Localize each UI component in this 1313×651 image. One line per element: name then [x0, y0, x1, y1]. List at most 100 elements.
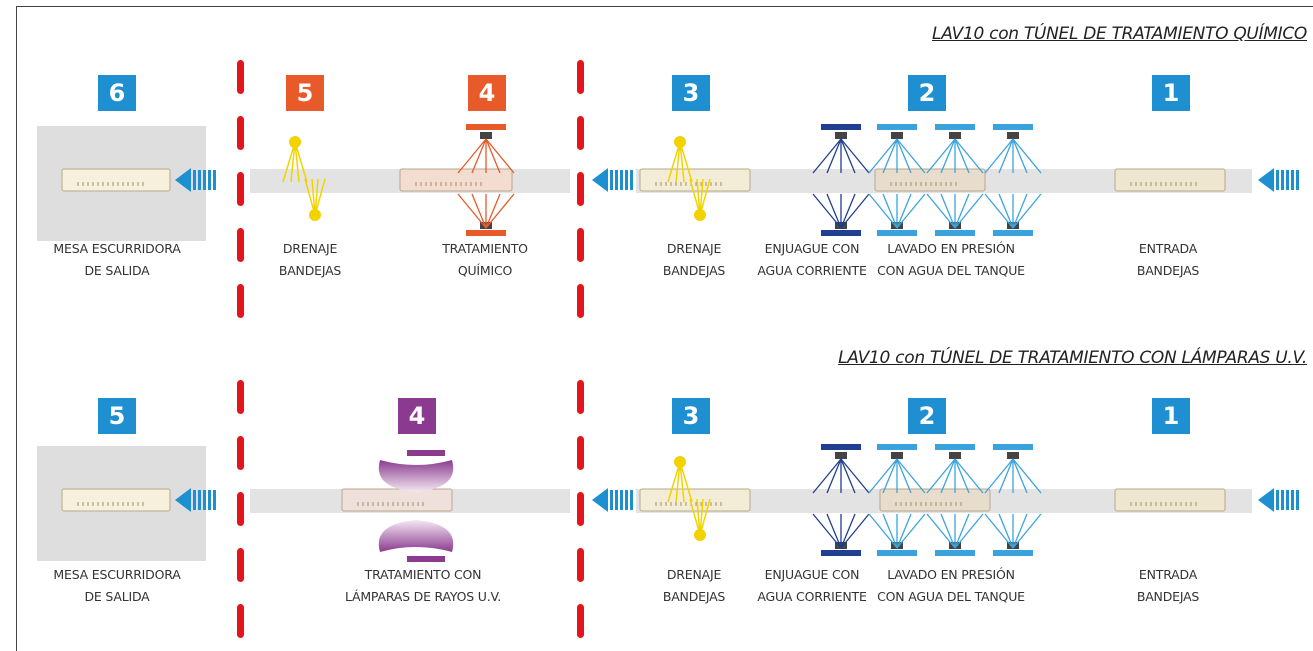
drain-5-jet — [314, 178, 326, 216]
drain-5-jet — [294, 141, 308, 183]
rinse-nozzle-top-spray — [840, 138, 856, 174]
drain-3-jet — [689, 498, 701, 536]
drain-3-jet — [667, 461, 681, 503]
wash-nozzle-bottom-2-spray — [954, 513, 984, 549]
wash-nozzle-top-1-spray — [896, 458, 926, 494]
s2-badge-2: 2 — [908, 398, 946, 434]
wash-nozzle-top-3-spray — [1012, 138, 1028, 174]
red-divider-dash — [237, 548, 244, 582]
mid-arrow-icon — [592, 488, 633, 512]
wash-nozzle-bottom-2-spray — [926, 193, 956, 229]
s1-badge-5: 5 — [286, 75, 324, 111]
red-divider-dash — [237, 380, 244, 414]
wash-nozzle-bottom-3-spray — [1012, 513, 1028, 549]
rinse-nozzle-top-head — [835, 452, 847, 459]
rinse-nozzle-bottom-spray — [812, 193, 842, 229]
drain-5-jet — [314, 178, 319, 216]
wash-nozzle-top-1-spray — [896, 138, 912, 174]
tray-entry — [1114, 488, 1226, 512]
rinse-nozzle-bottom-spray — [812, 513, 842, 549]
drain-3-jet — [696, 178, 701, 216]
chemical-nozzle-bottom-spray — [485, 193, 515, 229]
wash-nozzle-bottom-2-spray — [940, 193, 956, 229]
red-divider-dash — [577, 116, 584, 150]
wash-nozzle-bottom-2-spray — [926, 513, 956, 549]
wash-nozzle-top-2-spray — [940, 138, 956, 174]
chemical-nozzle-bottom-spray — [457, 193, 487, 229]
chemical-nozzle-bottom-spray — [485, 193, 501, 229]
red-divider-dash — [577, 380, 584, 414]
chemical-nozzle-top-bar — [466, 124, 506, 130]
red-divider-dash — [237, 284, 244, 318]
wash-nozzle-top-3-spray — [998, 138, 1014, 174]
section-1-title: LAV10 con TÚNEL DE TRATAMIENTO QUÍMICO — [932, 24, 1307, 44]
wash-nozzle-top-1-head — [891, 132, 903, 139]
wash-nozzle-bottom-1-bar — [877, 230, 917, 236]
drain-5-jet — [294, 141, 300, 183]
chemical-nozzle-bottom-spray — [471, 193, 487, 229]
wash-nozzle-bottom-2-spray — [954, 513, 970, 549]
wash-nozzle-top-1-spray — [896, 458, 912, 494]
s1-badge-6: 6 — [98, 75, 136, 111]
chemical-nozzle-top-spray — [457, 138, 487, 174]
wash-nozzle-top-3-spray — [984, 138, 1014, 174]
wash-nozzle-top-2-head — [949, 132, 961, 139]
wash-nozzle-bottom-3-spray — [984, 513, 1014, 549]
red-divider-dash — [577, 172, 584, 206]
wash-nozzle-bottom-1-spray — [868, 193, 898, 229]
chemical-nozzle-top-spray — [485, 138, 515, 174]
drain-5-jet — [290, 141, 296, 183]
s1-badge-1: 1 — [1152, 75, 1190, 111]
wash-nozzle-bottom-3-spray — [998, 193, 1014, 229]
mid-arrow-icon — [592, 168, 633, 192]
rinse-nozzle-top-spray — [840, 458, 870, 494]
red-divider-dash — [577, 604, 584, 638]
wash-nozzle-top-2-spray — [954, 458, 970, 494]
entry-arrow-icon — [1258, 488, 1299, 512]
chemical-nozzle-top-spray — [471, 138, 487, 174]
tray-wash — [879, 488, 991, 512]
wash-nozzle-top-1-head — [891, 452, 903, 459]
s1-badge-3: 3 — [672, 75, 710, 111]
red-divider-dash — [237, 60, 244, 94]
wash-nozzle-top-3-bar — [993, 124, 1033, 130]
wash-nozzle-bottom-1-spray — [882, 193, 898, 229]
wash-nozzle-bottom-1-spray — [896, 513, 926, 549]
wash-nozzle-top-2-bar — [935, 124, 975, 130]
wash-nozzle-top-3-spray — [998, 458, 1014, 494]
wash-nozzle-bottom-1-spray — [896, 513, 912, 549]
wash-nozzle-bottom-3-bar — [993, 550, 1033, 556]
rinse-nozzle-top-spray — [812, 138, 842, 174]
rinse-nozzle-top-spray — [826, 138, 842, 174]
drain-3-jet — [699, 498, 711, 536]
drain-3-jet — [699, 178, 704, 216]
rinse-nozzle-bottom-spray — [826, 513, 842, 549]
rinse-nozzle-bottom-bar — [821, 230, 861, 236]
red-divider-dash — [237, 492, 244, 526]
wash-nozzle-bottom-3-spray — [984, 193, 1014, 229]
wash-nozzle-bottom-2-spray — [940, 513, 956, 549]
drain-3-jet — [675, 141, 681, 183]
red-divider-dash — [577, 228, 584, 262]
wash-nozzle-top-1-spray — [896, 138, 926, 174]
s1-badge-2: 2 — [908, 75, 946, 111]
s1-badge-4: 4 — [468, 75, 506, 111]
chemical-nozzle-top-head — [480, 132, 492, 139]
red-divider-dash — [577, 436, 584, 470]
wash-nozzle-top-2-spray — [954, 138, 970, 174]
output-arrow-icon — [175, 168, 216, 192]
wash-nozzle-top-2-spray — [926, 458, 956, 494]
rinse-nozzle-bottom-spray — [826, 193, 842, 229]
wash-nozzle-bottom-3-spray — [1012, 193, 1028, 229]
wash-nozzle-top-3-spray — [1012, 458, 1028, 494]
red-divider-dash — [237, 228, 244, 262]
